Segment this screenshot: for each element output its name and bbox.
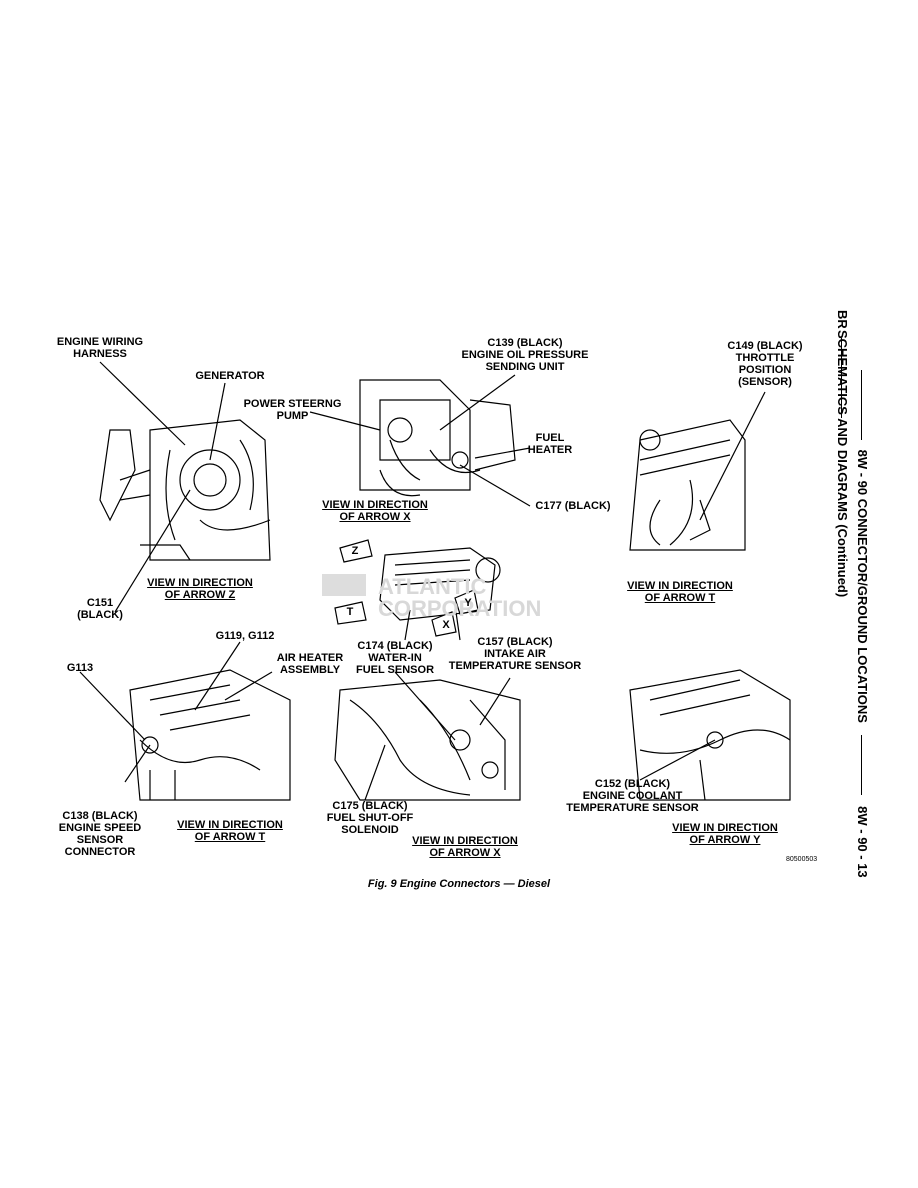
header-rule-left: [860, 370, 862, 440]
label-g119-g112: G119, G112: [215, 630, 275, 642]
label-c157: C157 (BLACK) INTAKE AIR TEMPERATURE SENS…: [448, 636, 582, 672]
label-g113: G113: [66, 662, 94, 674]
engine-speed-view-art: [129, 669, 291, 801]
fuel-view-art: [334, 679, 521, 801]
section-code: BR: [835, 310, 850, 329]
watermark: ATLANTIC CORPORATION: [322, 574, 541, 621]
side-header-title: SCHEMATICS AND DIAGRAMS (Continued): [832, 330, 850, 930]
label-c149: C149 (BLACK) THROTTLE POSITION (SENSOR): [727, 340, 803, 388]
label-c174: C174 (BLACK) WATER-IN FUEL SENSOR: [355, 640, 435, 676]
generator-view-art: [99, 419, 271, 561]
oil-pressure-view-art: [359, 379, 516, 497]
running-title: 8W - 90 CONNECTOR/GROUND LOCATIONS: [855, 449, 870, 723]
section-title: SCHEMATICS AND DIAGRAMS (Continued): [835, 330, 850, 598]
label-engine-wiring-harness: ENGINE WIRING HARNESS: [56, 336, 144, 360]
label-c152: C152 (BLACK) ENGINE COOLANT TEMPERATURE …: [566, 778, 699, 814]
header-rule-right: [860, 734, 862, 795]
coolant-view-art: [629, 669, 791, 801]
label-view-arrow-z: VIEW IN DIRECTION OF ARROW Z: [147, 577, 253, 601]
arrow-t-label: T: [346, 606, 354, 618]
label-generator: GENERATOR: [195, 370, 265, 382]
label-view-arrow-t-right: VIEW IN DIRECTION OF ARROW T: [627, 580, 733, 604]
label-c138: C138 (BLACK) ENGINE SPEED SENSOR CONNECT…: [58, 810, 142, 858]
label-air-heater-assembly: AIR HEATER ASSEMBLY: [276, 652, 344, 676]
figure-caption: Fig. 9 Engine Connectors — Diesel: [367, 878, 551, 890]
label-view-arrow-t-left: VIEW IN DIRECTION OF ARROW T: [177, 819, 283, 843]
label-view-arrow-x-top: VIEW IN DIRECTION OF ARROW X: [322, 499, 428, 523]
label-power-steering-pump: POWER STEERNG PUMP: [243, 398, 342, 422]
arrow-y-label: Y: [464, 597, 472, 609]
throttle-view-art: [629, 419, 746, 551]
watermark-logo: [322, 574, 366, 596]
label-c175: C175 (BLACK) FUEL SHUT-OFF SOLENOID: [326, 800, 414, 836]
arrow-z-label: Z: [351, 545, 359, 557]
figure-number: 80500503: [786, 856, 818, 863]
side-header-right: 8W - 90 CONNECTOR/GROUND LOCATIONS 8W - …: [852, 310, 870, 910]
svg-text:ATLANTIC: ATLANTIC: [378, 574, 486, 599]
arrow-x-label: X: [442, 619, 450, 631]
label-view-arrow-x-bottom: VIEW IN DIRECTION OF ARROW X: [412, 835, 518, 859]
label-view-arrow-y: VIEW IN DIRECTION OF ARROW Y: [672, 822, 778, 846]
label-fuel-heater: FUEL HEATER: [527, 432, 573, 456]
label-c151: C151 (BLACK): [77, 597, 123, 621]
label-c139: C139 (BLACK) ENGINE OIL PRESSURE SENDING…: [461, 337, 589, 373]
label-c177: C177 (BLACK): [535, 500, 611, 512]
page-number: 8W - 90 - 13: [855, 806, 870, 878]
svg-text:CORPORATION: CORPORATION: [378, 596, 541, 621]
engine-overview-art: [379, 547, 501, 641]
